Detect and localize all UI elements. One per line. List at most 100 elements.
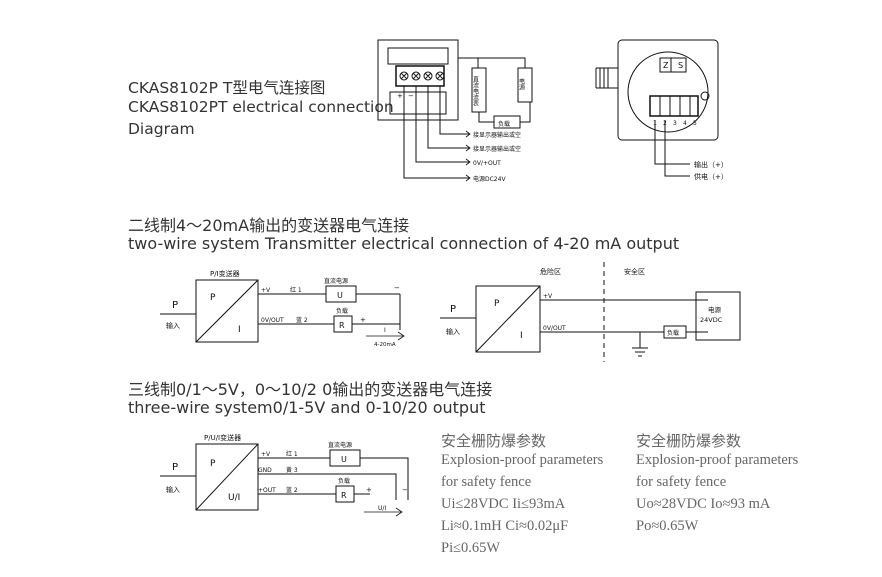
power-24vdc-box bbox=[695, 291, 741, 341]
params-left-title: 安全栅防爆参数 bbox=[441, 434, 547, 450]
terminal-screw-4 bbox=[435, 71, 445, 81]
tw-a-block-p: P bbox=[210, 293, 216, 303]
terminal-cover bbox=[627, 51, 709, 133]
three-w-block-p: P bbox=[210, 459, 216, 469]
housing-cap bbox=[387, 47, 449, 65]
load-resistor-box bbox=[333, 315, 353, 333]
tr-t4: 4 bbox=[683, 120, 687, 127]
tr-t5: 5 bbox=[693, 120, 697, 127]
dc-power-box-3w bbox=[329, 449, 361, 467]
section3-title-en: three-wire system0/1-5V and 0-10/20 outp… bbox=[128, 398, 486, 417]
tw-b-safe: 安全区 bbox=[624, 267, 645, 276]
tw-a-ovout: 0V/OUT bbox=[261, 317, 284, 324]
tw-a-blue2: 蓝 2 bbox=[296, 316, 308, 324]
tw-b-pv: +V bbox=[543, 293, 553, 300]
params-left-l3: Ui≤28VDC Ii≤93mA bbox=[441, 496, 566, 512]
tr-t2: 2 bbox=[663, 120, 667, 127]
cable-gland bbox=[595, 67, 618, 89]
section2-title-zh: 二线制4～20mA输出的变送器电气连接 bbox=[128, 216, 410, 235]
three-w-block-ui: U/I bbox=[228, 493, 240, 503]
tl-label-3: 0V/+OUT bbox=[473, 160, 501, 167]
tw-a-plus: + bbox=[360, 316, 366, 324]
tw-b-p: P bbox=[450, 304, 456, 315]
three-w-blue2: 蓝 2 bbox=[286, 486, 298, 494]
terminal-screw-1 bbox=[399, 71, 409, 81]
two-wire-diagram-a bbox=[160, 279, 405, 343]
params-right-l3: Uo≈28VDC Io≈93 mA bbox=[636, 496, 771, 512]
three-w-gnd: GND bbox=[258, 467, 272, 474]
three-w-red1: 红 1 bbox=[286, 450, 298, 458]
three-w-dc-power: 直流电源 bbox=[328, 441, 352, 449]
zs-switch bbox=[659, 57, 687, 73]
tr-t3: 3 bbox=[673, 120, 677, 127]
three-w-r: R bbox=[341, 491, 347, 500]
three-wire-diagram bbox=[160, 443, 409, 517]
three-w-yellow3: 黄 3 bbox=[286, 466, 298, 474]
params-left-l1: Explosion-proof parameters bbox=[441, 452, 604, 468]
three-w-plus: + bbox=[366, 486, 372, 494]
three-w-title: P/U/I变送器 bbox=[204, 433, 241, 442]
tl-minus: − bbox=[408, 92, 414, 100]
terminal-screw-2 bbox=[411, 71, 421, 81]
tl-power-label: 电源 bbox=[518, 77, 525, 91]
tw-a-u: U bbox=[337, 291, 343, 300]
tw-b-power-2: 24VDC bbox=[700, 316, 723, 324]
tw-a-dc-power: 直流电源 bbox=[324, 277, 348, 285]
housing-outer bbox=[377, 39, 459, 121]
tr-supply-label: 供电（+） bbox=[694, 172, 728, 181]
params-left-l4: Li≈0.1mH Ci≈0.02μF bbox=[441, 518, 569, 534]
three-w-load: 负载 bbox=[338, 477, 350, 485]
three-w-ui: U/I bbox=[378, 505, 386, 512]
params-right-l2: for safety fence bbox=[636, 474, 727, 490]
ground-screw bbox=[700, 91, 710, 101]
pui-transmitter-block bbox=[195, 443, 259, 511]
top-right-terminal-diagram bbox=[595, 39, 719, 177]
three-w-minus: − bbox=[402, 486, 408, 494]
tw-b-input: 输入 bbox=[446, 327, 460, 336]
three-w-input: 输入 bbox=[166, 485, 180, 494]
tr-output-label: 输出（+） bbox=[694, 160, 728, 169]
three-w-pv: +V bbox=[261, 451, 271, 458]
diagram-title-en-2: Diagram bbox=[128, 120, 195, 138]
section3-title-zh: 三线制0/1～5V，0～10/2 0输出的变送器电气连接 bbox=[128, 380, 493, 399]
load-resistor-box-3w bbox=[335, 485, 355, 503]
tw-b-block-p: P bbox=[494, 299, 500, 309]
three-w-u: U bbox=[341, 455, 347, 464]
tl-label-4: 电源DC24V bbox=[473, 175, 506, 183]
pi-transmitter-block-b bbox=[475, 285, 541, 353]
tl-label-2: 接显示器输出或空 bbox=[473, 145, 521, 153]
params-right-title: 安全栅防爆参数 bbox=[636, 434, 742, 450]
tw-a-range: 4-20mA bbox=[374, 342, 396, 348]
tw-b-ovout: 0V/OUT bbox=[543, 325, 566, 332]
tw-a-p: P bbox=[172, 300, 178, 311]
pi-transmitter-block bbox=[195, 279, 259, 343]
terminal-screw-3 bbox=[423, 71, 433, 81]
tr-s: S bbox=[678, 61, 683, 70]
tw-a-pv: +V bbox=[261, 287, 271, 294]
tw-a-title: P/I变送器 bbox=[210, 269, 240, 278]
top-left-connection-diagram bbox=[377, 39, 533, 182]
tr-z: Z bbox=[663, 61, 669, 70]
tw-a-input: 输入 bbox=[166, 321, 180, 330]
tw-b-danger: 危险区 bbox=[540, 267, 561, 276]
diagram-title-en: CKAS8102PT electrical connection bbox=[128, 98, 394, 116]
params-right-l4: Po≈0.65W bbox=[636, 518, 699, 534]
tl-dc-ammeter-label: 直流电流表 bbox=[472, 75, 479, 107]
tl-load-label: 负载 bbox=[498, 120, 510, 128]
tl-label-1: 接显示器输出或空 bbox=[473, 131, 521, 139]
tw-a-red1: 红 1 bbox=[290, 286, 302, 294]
tw-a-i: I bbox=[384, 327, 386, 334]
params-right-l1: Explosion-proof parameters bbox=[636, 452, 799, 468]
section2-title-en: two-wire system Transmitter electrical c… bbox=[128, 234, 680, 253]
two-wire-diagram-b bbox=[440, 262, 741, 362]
housing-lower bbox=[389, 91, 447, 115]
terminal-strip bbox=[649, 95, 699, 117]
tw-b-load: 负载 bbox=[667, 329, 679, 337]
tw-b-block-i: I bbox=[520, 331, 523, 341]
load-box-b bbox=[663, 325, 687, 339]
tw-a-r: R bbox=[339, 321, 345, 330]
terminal-housing bbox=[617, 39, 719, 141]
tl-plus: + bbox=[397, 92, 403, 100]
